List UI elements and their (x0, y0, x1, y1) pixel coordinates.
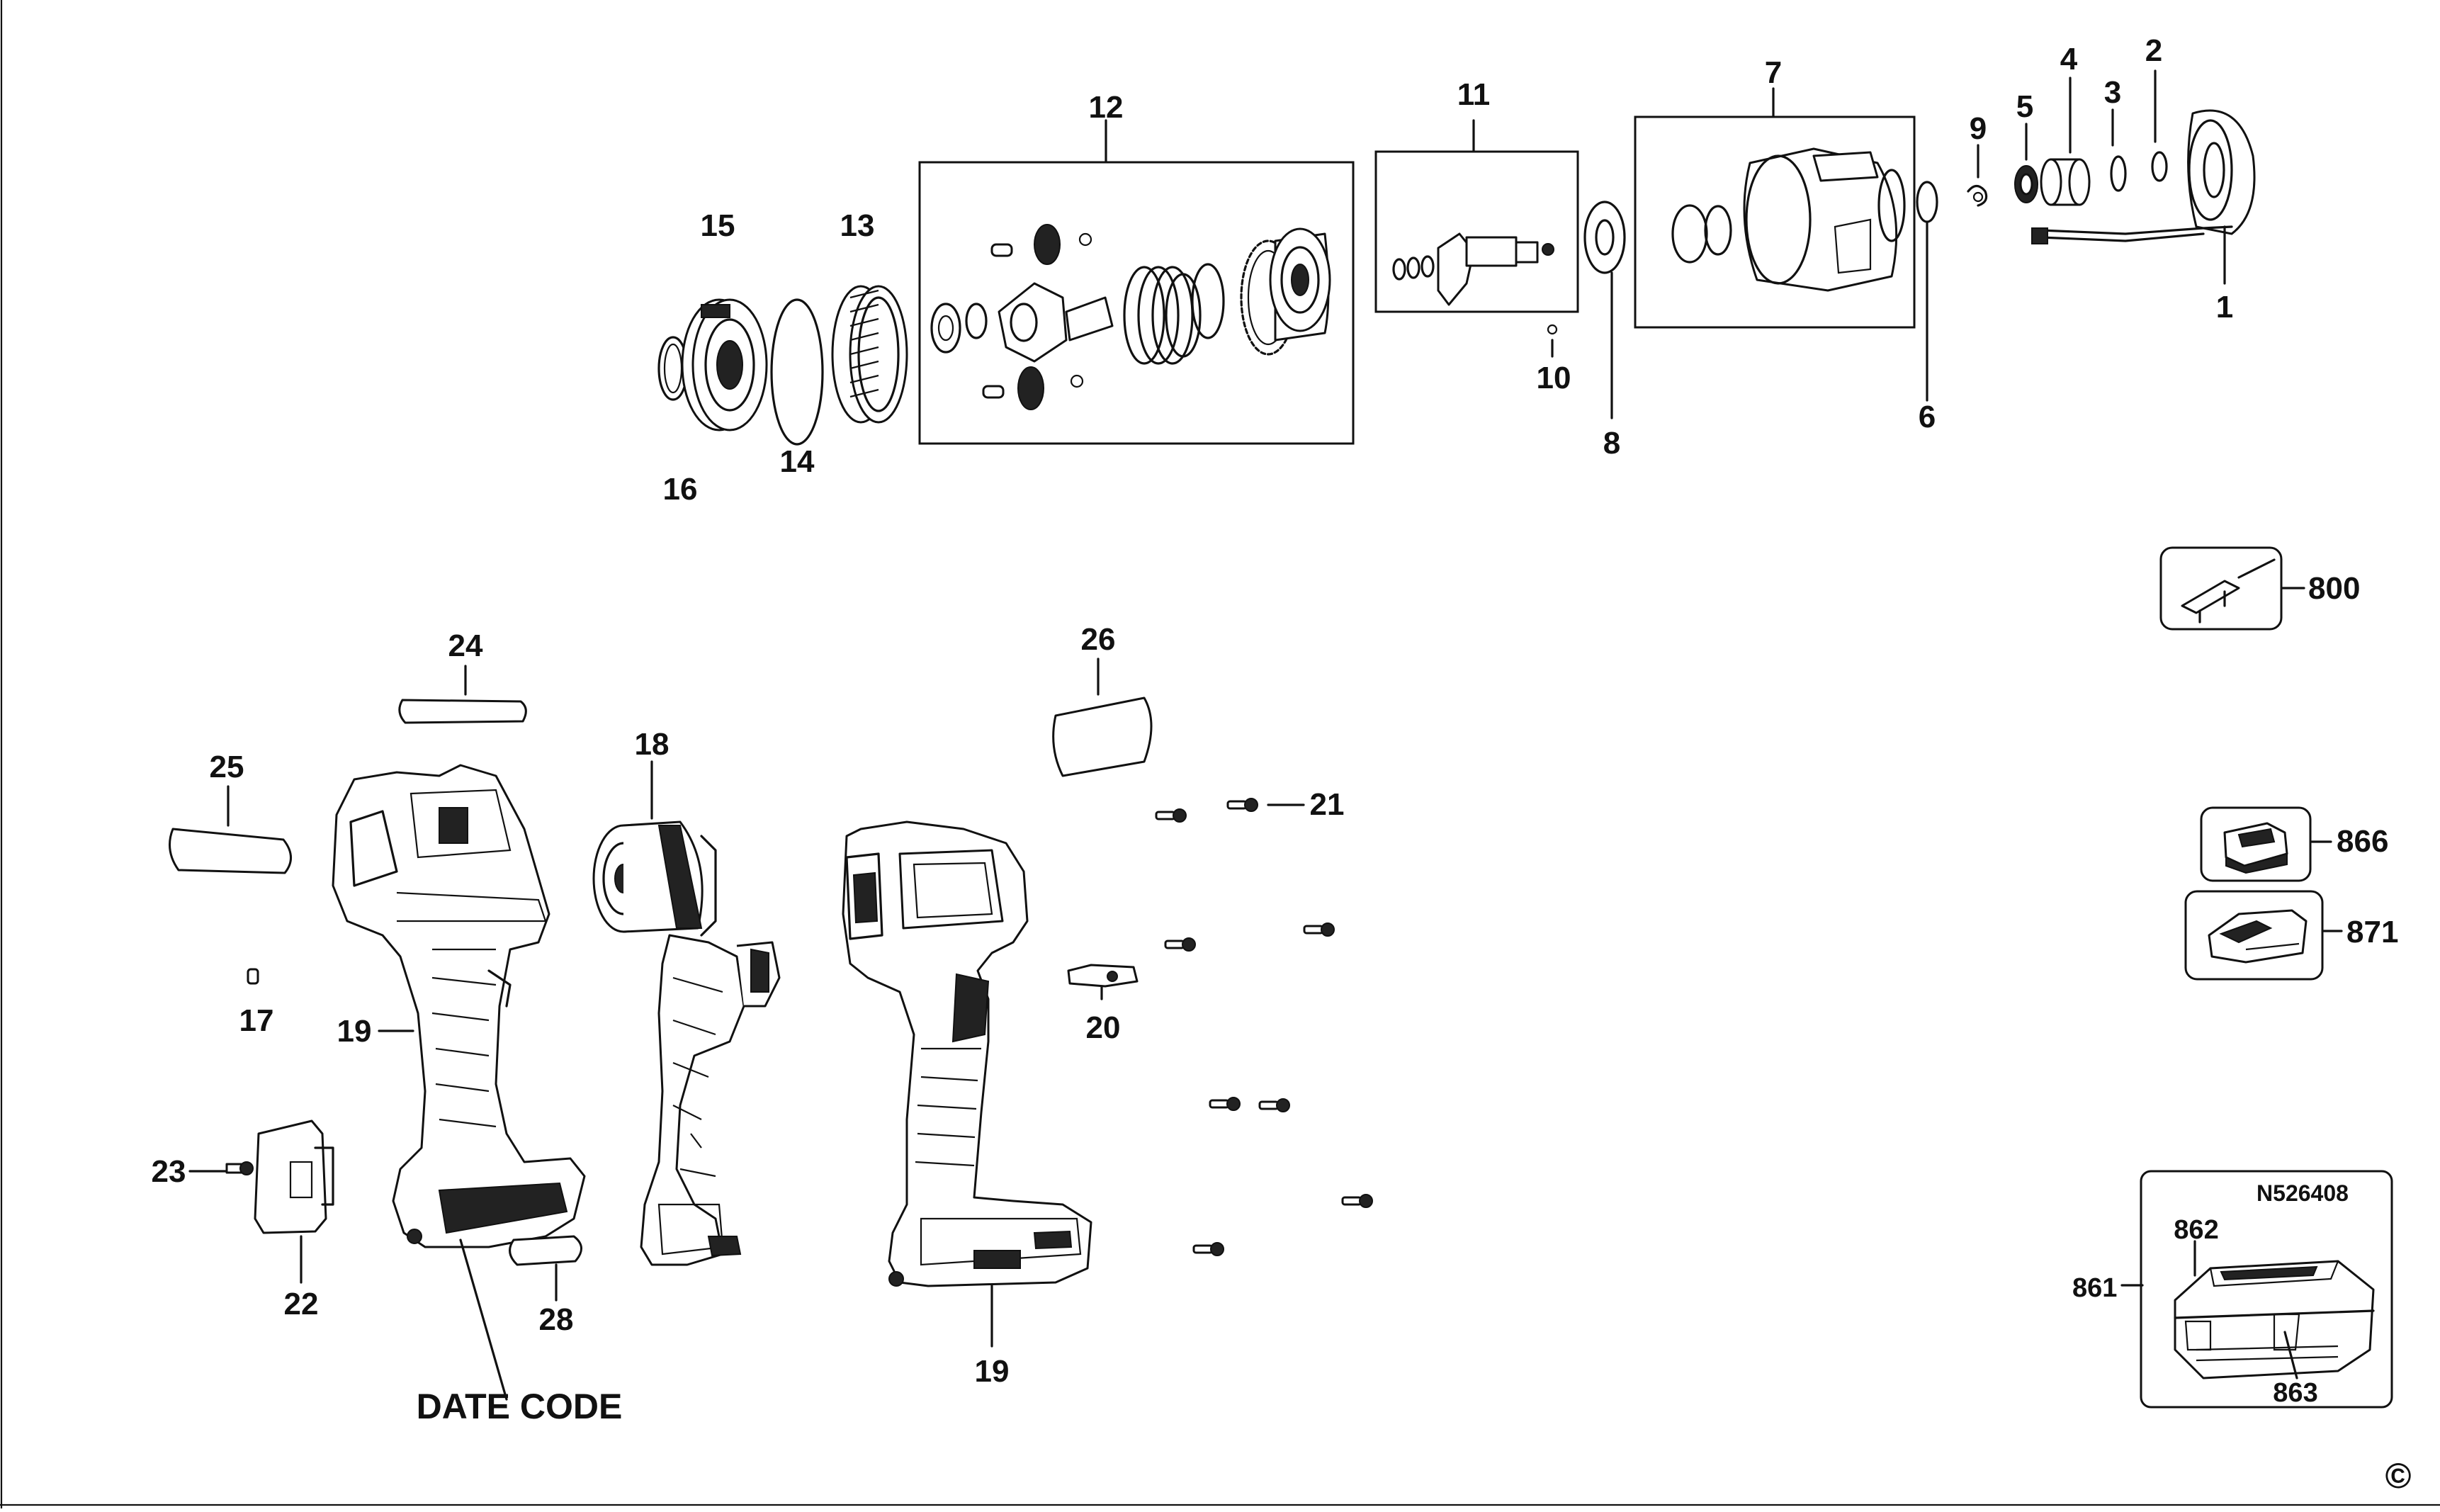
part-871-charger (2208, 909, 2308, 964)
label-part-21: 21 (1310, 787, 1345, 822)
part-12-planetary-assembly (930, 224, 1331, 410)
label-part-13: 13 (840, 208, 875, 243)
kit-code: N526408 (2257, 1180, 2349, 1206)
copyright-symbol: © (2385, 1456, 2412, 1496)
label-part-861: 861 (2072, 1273, 2117, 1303)
label-part-5: 5 (2016, 89, 2033, 124)
part-871-box (2184, 890, 2324, 981)
part-25-label (169, 828, 292, 874)
label-part-871: 871 (2346, 915, 2398, 949)
part-11-anvil (1392, 232, 1554, 306)
label-part-17: 17 (239, 1003, 274, 1038)
part-18-motor-switch (592, 820, 781, 1266)
label-part-24: 24 (448, 628, 483, 663)
label-part-8: 8 (1603, 426, 1620, 461)
part-19-left-housing (332, 764, 586, 1248)
part-2-ring (2151, 151, 2168, 182)
part-861-box (2140, 1170, 2393, 1409)
part-14-o-ring (770, 298, 824, 446)
part-9-clip (1967, 184, 1988, 207)
part-23-screw (225, 1161, 254, 1175)
part-12-group-box (918, 161, 1355, 445)
label-part-15: 15 (701, 208, 735, 243)
part-10-ball (1547, 324, 1558, 335)
label-part-12: 12 (1089, 90, 1124, 125)
label-part-14: 14 (780, 444, 815, 479)
part-800-box (2159, 546, 2283, 631)
label-part-3: 3 (2104, 75, 2121, 110)
label-part-16: 16 (663, 472, 698, 507)
label-part-866: 866 (2337, 824, 2388, 859)
label-part-28: 28 (539, 1302, 574, 1337)
label-part-11: 11 (1457, 77, 1491, 112)
part-20-bracket (1067, 964, 1139, 988)
part-800-led-lead (2181, 558, 2276, 624)
part-22-belt-clip (254, 1119, 334, 1234)
label-part-2: 2 (2145, 33, 2162, 68)
part-5-bushing (2014, 165, 2038, 203)
date-code-label: DATE CODE (417, 1387, 623, 1426)
leader-date-code (459, 1239, 508, 1401)
leader-863 (2283, 1331, 2298, 1380)
part-26-label (1052, 696, 1153, 777)
part-15-end-plate (681, 298, 768, 431)
part-8-washer (1583, 201, 1626, 274)
label-part-19-left: 19 (337, 1014, 372, 1049)
label-part-800: 800 (2308, 571, 2360, 606)
label-part-22: 22 (284, 1287, 319, 1321)
label-part-7: 7 (1765, 55, 1782, 90)
label-part-26: 26 (1081, 622, 1116, 657)
label-part-862: 862 (2174, 1215, 2218, 1245)
label-part-10: 10 (1537, 361, 1571, 395)
part-21-screws (1155, 798, 1373, 1256)
label-part-4: 4 (2060, 42, 2078, 77)
part-7-hammer-case (1671, 147, 1906, 292)
part-866-battery (2223, 822, 2288, 874)
part-1-nose-cover-led (2031, 109, 2256, 244)
part-13-ring-gear (831, 285, 908, 424)
part-19-right-housing (842, 820, 1092, 1287)
part-866-box (2200, 806, 2312, 882)
part-17-pin (247, 968, 259, 985)
label-part-9: 9 (1970, 111, 1987, 146)
label-part-25: 25 (210, 750, 244, 784)
part-7-group-box (1634, 115, 1916, 329)
part-24-badge (398, 699, 527, 724)
label-part-863: 863 (2273, 1378, 2317, 1408)
part-861-kit-box (2174, 1260, 2375, 1380)
label-part-20: 20 (1086, 1010, 1121, 1045)
part-4-sleeve (2040, 158, 2091, 206)
part-28-label (509, 1235, 582, 1266)
label-part-6: 6 (1919, 400, 1936, 434)
label-part-19-right: 19 (975, 1354, 1010, 1389)
label-part-1: 1 (2216, 290, 2233, 325)
part-6-o-ring (1916, 181, 1938, 223)
label-part-18: 18 (635, 727, 670, 762)
label-part-23: 23 (152, 1154, 186, 1189)
part-3-ring (2110, 155, 2127, 192)
part-11-group-box (1374, 150, 1579, 313)
